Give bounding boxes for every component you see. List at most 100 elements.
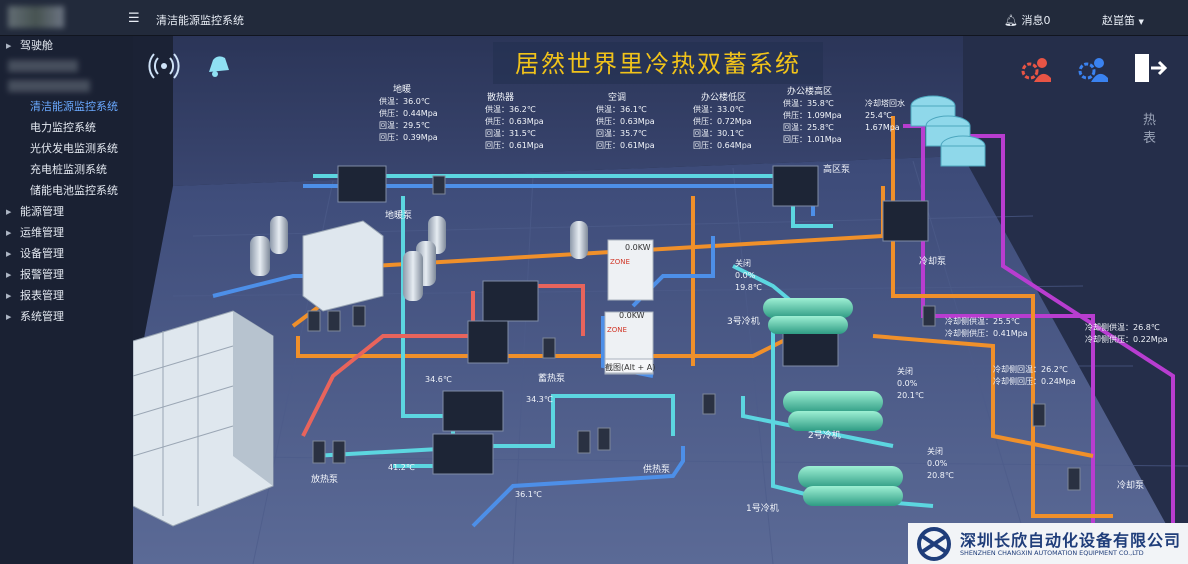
wifi-signal-icon[interactable]: [147, 52, 181, 80]
zone-line: 回压：0.61Mpa: [596, 141, 655, 150]
chillers: [763, 298, 903, 506]
zone-line: 供压：0.63Mpa: [485, 117, 544, 126]
sidebar: ▶驾驶舱 清洁能源监控系统 电力监控系统 光伏发电监测系统 充电桩监测系统 储能…: [0, 36, 133, 564]
chiller-pct: 0.0%: [927, 459, 948, 468]
user-name: 赵崑笛: [1102, 14, 1135, 27]
zone-name: 空调: [608, 93, 627, 103]
settings-user-red-icon[interactable]: [1018, 54, 1054, 84]
cooling-towers: [910, 95, 986, 167]
sidebar-sub-pv[interactable]: 光伏发电监测系统: [30, 142, 118, 155]
panel-tag-1: ZONE: [610, 258, 630, 266]
caret-icon: ▶: [6, 250, 12, 258]
sidebar-sub-battery[interactable]: 储能电池监控系统: [30, 184, 118, 197]
sidebar-sub-clean-energy[interactable]: 清洁能源监控系统: [30, 100, 118, 113]
screenshot-hint: 截图(Alt + A): [605, 363, 656, 372]
label-release-pump: 放热泵: [311, 475, 339, 485]
notify-label: 消息0: [1021, 14, 1051, 27]
status-panels: [604, 239, 654, 375]
sidebar-item-device[interactable]: ▶设备管理: [0, 244, 133, 264]
right-wall: [963, 36, 1188, 564]
zone-line: 回温：35.7℃: [596, 129, 647, 138]
chiller-state: 关闭: [927, 447, 943, 456]
label-high-pump: 高区泵: [823, 165, 851, 175]
blurred-item: [8, 60, 78, 72]
chiller-temp: 20.8℃: [927, 471, 954, 480]
zone-line: 回压：0.64Mpa: [693, 141, 752, 150]
zone-line: 回温：29.5℃: [379, 121, 430, 130]
notifications-button[interactable]: 🔔︎ 消息0: [1004, 12, 1050, 28]
zone-name: 散热器: [487, 93, 515, 103]
zone-line: 回温：31.5℃: [485, 129, 536, 138]
cooling-line: 冷却侧回压：0.24Mpa: [993, 377, 1076, 386]
zone-line: 供温：36.2℃: [485, 105, 536, 114]
pumps: [307, 175, 1081, 491]
cooling-side-reading-2: 冷却侧回温：26.2℃ 冷却侧回压：0.24Mpa: [993, 364, 1076, 388]
cooling-line: 冷却侧回温：26.2℃: [993, 365, 1068, 374]
label-floor-pump: 地暖泵: [385, 211, 413, 221]
top-bar: ☰ 清洁能源监控系统 🔔︎ 消息0 赵崑笛 ▼: [0, 0, 1188, 36]
tower-pressure: 1.67Mpa: [865, 123, 900, 132]
reading-t3: 41.2℃: [388, 463, 415, 472]
panel-power-2: 0.0KW: [619, 311, 645, 320]
reading-t2: 34.3℃: [526, 395, 553, 404]
sidebar-item-alarm[interactable]: ▶报警管理: [0, 265, 133, 285]
chiller-pct: 0.0%: [897, 379, 918, 388]
bell-small-icon: 🔔︎: [1004, 14, 1018, 27]
label-store-pump: 蓄热泵: [538, 374, 566, 384]
zone-name: 办公楼高区: [787, 87, 833, 97]
exit-icon[interactable]: [1133, 52, 1167, 84]
chiller-state: 关闭: [735, 259, 751, 268]
company-name-en: SHENZHEN CHANGXIN AUTOMATION EQUIPMENT C…: [960, 549, 1144, 557]
sidebar-sub-power[interactable]: 电力监控系统: [30, 121, 96, 134]
sidebar-item-ops[interactable]: ▶运维管理: [0, 223, 133, 243]
title-plate: [493, 42, 823, 84]
chiller-temp: 20.1℃: [897, 391, 924, 400]
zone-line: 供温：35.8℃: [783, 99, 834, 108]
chiller-temp: 19.8℃: [735, 283, 762, 292]
settings-user-blue-icon[interactable]: [1075, 54, 1111, 84]
zone-line: 供压：0.44Mpa: [379, 109, 438, 118]
menu-toggle-icon[interactable]: ☰: [128, 11, 140, 26]
company-name-cn: 深圳长欣自动化设备有限公司: [960, 531, 1182, 550]
panel-tag-2: ZONE: [607, 326, 627, 334]
heat-exchangers: [337, 165, 929, 475]
company-banner: 深圳长欣自动化设备有限公司 SHENZHEN CHANGXIN AUTOMATI…: [908, 523, 1188, 564]
bell-icon[interactable]: [203, 52, 233, 80]
chevron-down-icon: ▼: [1138, 18, 1144, 26]
sidebar-item-cockpit[interactable]: ▶驾驶舱: [0, 36, 133, 56]
zone-line: 回温：30.1℃: [693, 129, 744, 138]
sidebar-item-energy[interactable]: ▶能源管理: [0, 202, 133, 222]
tower-temp: 25.4℃: [865, 111, 892, 120]
caret-icon: ▶: [6, 313, 12, 321]
logo: [8, 6, 64, 28]
label-chiller-2: 2号冷机: [808, 431, 841, 441]
reading-t1: 34.6℃: [425, 375, 452, 384]
user-menu[interactable]: 赵崑笛 ▼: [1102, 12, 1144, 28]
zone-line: 供压：0.72Mpa: [693, 117, 752, 126]
sidebar-item-system[interactable]: ▶系统管理: [0, 307, 133, 327]
label-cool-pump-2: 冷却泵: [1117, 481, 1145, 491]
pressure-tanks: [250, 216, 588, 301]
reading-t4: 36.1℃: [515, 490, 542, 499]
sidebar-item-report[interactable]: ▶报表管理: [0, 286, 133, 306]
zone-line: 回温：25.8℃: [783, 123, 834, 132]
zone-name: 办公楼低区: [701, 93, 747, 103]
cooling-line: 冷却侧供压：0.22Mpa: [1085, 335, 1168, 344]
label-supply-pump: 供热泵: [643, 465, 671, 475]
zone-line: 供温：36.1℃: [596, 105, 647, 114]
zone-line: 回压：0.39Mpa: [379, 133, 438, 142]
caret-icon: ▶: [6, 271, 12, 279]
sidebar-sub-charging[interactable]: 充电桩监测系统: [30, 163, 107, 176]
zone-line: 供压：1.09Mpa: [783, 111, 842, 120]
caret-icon: ▶: [6, 292, 12, 300]
caret-icon: ▶: [6, 208, 12, 216]
company-logo-icon: [917, 527, 951, 561]
chiller-state: 关闭: [897, 367, 913, 376]
label-chiller-3: 3号冷机: [727, 317, 760, 327]
